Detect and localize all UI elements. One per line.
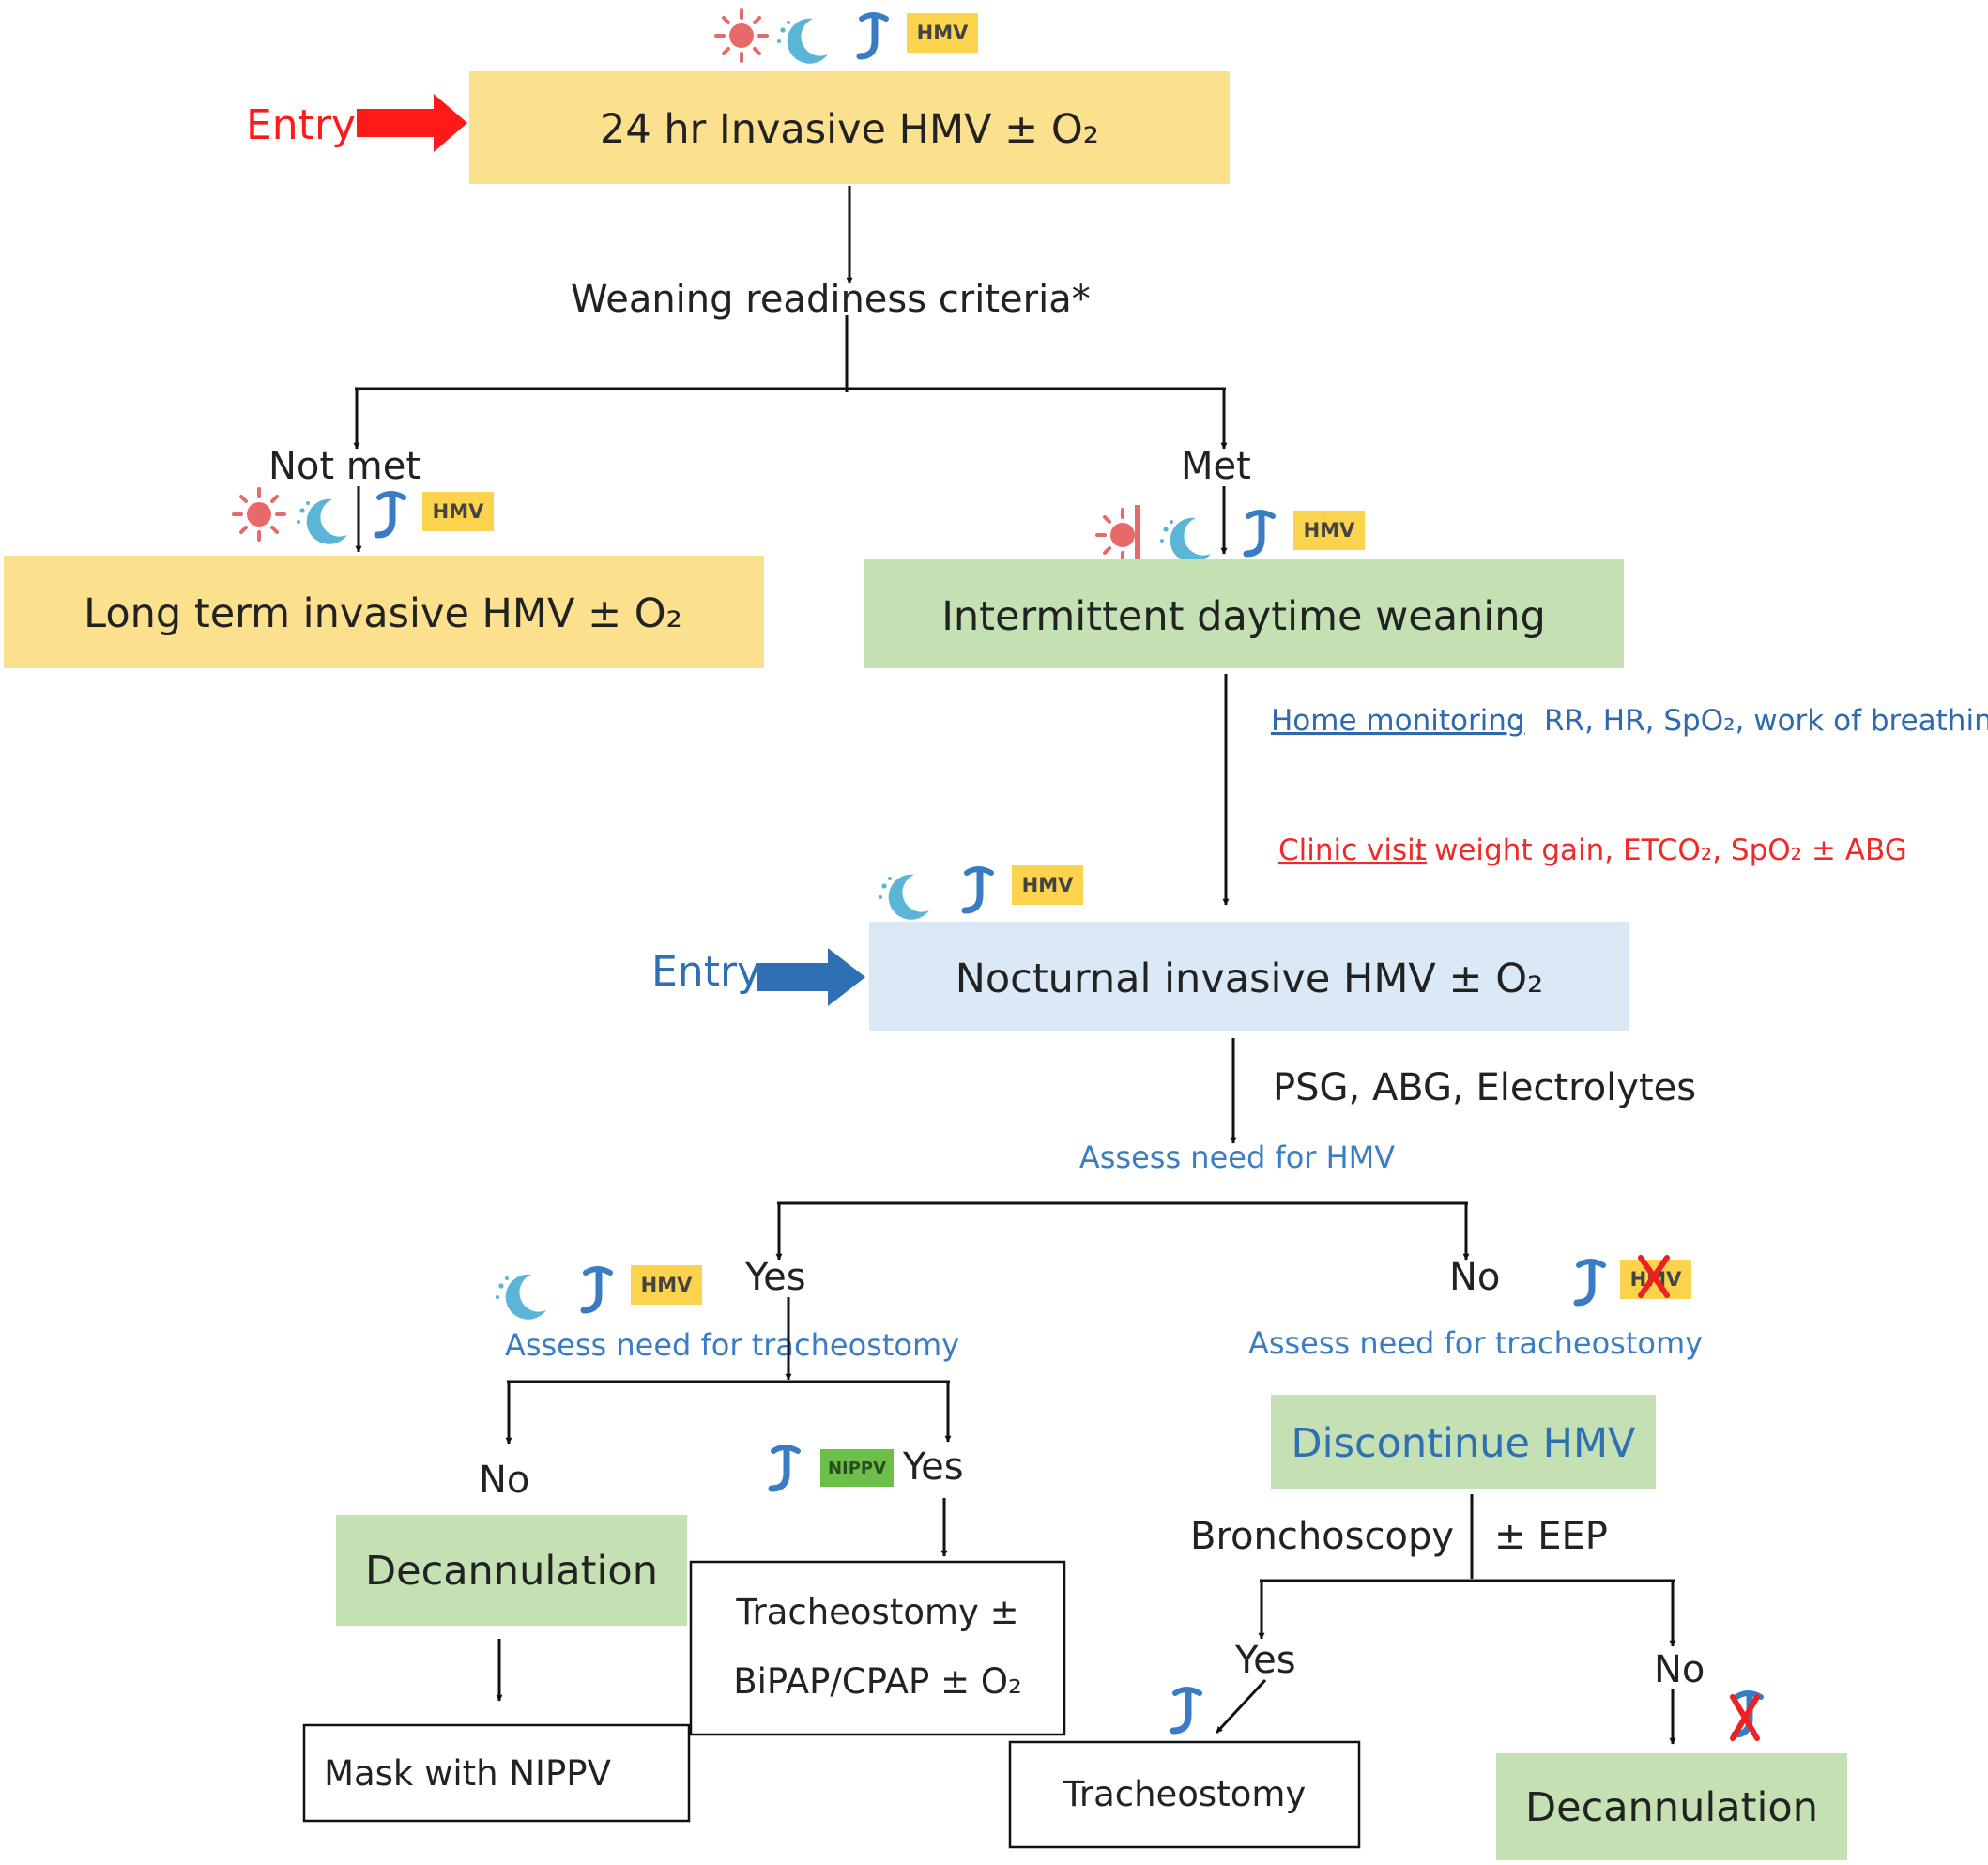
moon-icon [496, 1274, 546, 1320]
yes-trach-label: Yes [902, 1445, 964, 1489]
yes-bronch-label: Yes [1234, 1639, 1296, 1682]
no-hmv-label: No [1449, 1256, 1500, 1299]
svg-text:HMV: HMV [1304, 519, 1355, 542]
moon-icon [1160, 517, 1211, 563]
nocturnal-box: Nocturnal invasive HMV ± O₂ [869, 922, 1629, 1031]
trach-tube-icon [377, 494, 404, 535]
no-trach-label: No [479, 1459, 529, 1502]
decannulation-right-label: Decannulation [1525, 1784, 1818, 1831]
assess-hmv: Assess need for HMV [1079, 1139, 1395, 1175]
icons-yes-hmv: HMV [496, 1265, 702, 1320]
discontinue-label: Discontinue HMV [1292, 1420, 1637, 1467]
discontinue-box: Discontinue HMV [1271, 1395, 1656, 1489]
icons-met: HMV [1095, 505, 1365, 565]
long-term-box: Long term invasive HMV ± O₂ [4, 556, 764, 668]
moon-icon [297, 498, 347, 544]
svg-text:NIPPV: NIPPV [828, 1459, 886, 1478]
entry-middle: Entry [651, 948, 865, 1006]
cross-out-icon [1730, 1694, 1760, 1741]
bronchoscopy-label: Bronchoscopy [1190, 1515, 1454, 1558]
hmv-badge: HMV [907, 13, 978, 53]
hmv-badge-crossed: HMV [1620, 1255, 1691, 1299]
assess-trach-left: Assess need for tracheostomy [505, 1327, 959, 1363]
entry-top-label: Entry [246, 101, 356, 149]
clinic-visit-label: Clinic visit [1278, 833, 1427, 867]
svg-text:HMV: HMV [433, 500, 484, 523]
trach-bipap-line1: Tracheostomy ± [735, 1592, 1018, 1632]
svg-text:HMV: HMV [1022, 874, 1074, 896]
icons-not-met: HMV [232, 487, 494, 544]
trach-tube-icon [1577, 1261, 1603, 1303]
svg-text:HMV: HMV [641, 1274, 693, 1296]
trach-tube-icon [860, 15, 886, 56]
mask-nippv-box: Mask with NIPPV [302, 1723, 691, 1823]
weaning-criteria: Weaning readiness criteria* [571, 278, 1091, 321]
start-box-label: 24 hr Invasive HMV ± O₂ [600, 106, 1099, 153]
icons-top: HMV [714, 8, 978, 64]
decannulation-right-box: Decannulation [1496, 1753, 1847, 1860]
psg-tests: PSG, ABG, Electrolytes [1273, 1066, 1696, 1109]
cross-out-icon [1638, 1255, 1670, 1298]
hmv-badge: HMV [422, 492, 494, 531]
home-monitoring-value: RR, HR, SpO₂, work of breathing [1544, 704, 1988, 738]
moon-icon [879, 874, 929, 920]
entry-top: Entry [246, 94, 467, 152]
eep-label: ± EEP [1494, 1515, 1608, 1558]
sun-icon [232, 487, 286, 542]
sun-icon [714, 8, 769, 63]
home-monitoring: Home monitoring : RR, HR, SpO₂, work of … [1271, 704, 1988, 738]
hmv-badge: HMV [1293, 511, 1365, 550]
trach-tube-icon [1246, 512, 1273, 554]
decannulation-left-box: Decannulation [336, 1515, 687, 1626]
clinic-visit-value: weight gain, ETCO₂, SpO₂ ± ABG [1434, 833, 1907, 867]
nippv-badge: NIPPV [820, 1449, 894, 1487]
home-monitoring-sep: : [1513, 704, 1522, 738]
clinic-visit: Clinic visit : weight gain, ETCO₂, SpO₂ … [1278, 833, 1907, 867]
long-term-label: Long term invasive HMV ± O₂ [84, 590, 682, 637]
assess-trach-right: Assess need for tracheostomy [1248, 1325, 1703, 1361]
intermittent-box: Intermittent daytime weaning [864, 559, 1624, 668]
decannulation-left-label: Decannulation [365, 1548, 658, 1595]
not-met-label: Not met [268, 445, 421, 488]
trach-bipap-box: Tracheostomy ± BiPAP/CPAP ± O₂ [689, 1560, 1066, 1736]
entry-middle-label: Entry [651, 948, 761, 996]
clinic-visit-sep: : [1414, 833, 1423, 867]
yes-hmv-label: Yes [744, 1256, 806, 1299]
tracheostomy-box: Tracheostomy [1008, 1740, 1361, 1849]
no-bronch-label: No [1654, 1648, 1705, 1691]
trach-bipap-line2: BiPAP/CPAP ± O₂ [733, 1661, 1022, 1702]
trach-tube-icon [584, 1269, 610, 1310]
met-label: Met [1181, 445, 1251, 488]
start-box: 24 hr Invasive HMV ± O₂ [469, 71, 1230, 184]
icons-nocturnal: HMV [879, 865, 1083, 920]
entry-arrow-icon [757, 948, 865, 1006]
tracheostomy-label: Tracheostomy [1063, 1774, 1307, 1814]
svg-text:HMV: HMV [917, 22, 969, 44]
sun-half-icon [1095, 505, 1140, 565]
hmv-badge: HMV [1012, 865, 1083, 905]
trach-tube-icon [965, 869, 991, 910]
mask-nippv-label: Mask with NIPPV [324, 1753, 611, 1794]
nocturnal-label: Nocturnal invasive HMV ± O₂ [956, 955, 1544, 1002]
hmv-badge: HMV [631, 1265, 702, 1305]
moon-icon [777, 18, 828, 64]
trach-crossed-icon [1730, 1693, 1761, 1741]
entry-arrow-icon [357, 94, 467, 152]
trach-tube-icon [1173, 1689, 1200, 1731]
trach-tube-icon [772, 1447, 798, 1489]
intermittent-label: Intermittent daytime weaning [941, 593, 1546, 640]
home-monitoring-label: Home monitoring [1271, 704, 1525, 738]
